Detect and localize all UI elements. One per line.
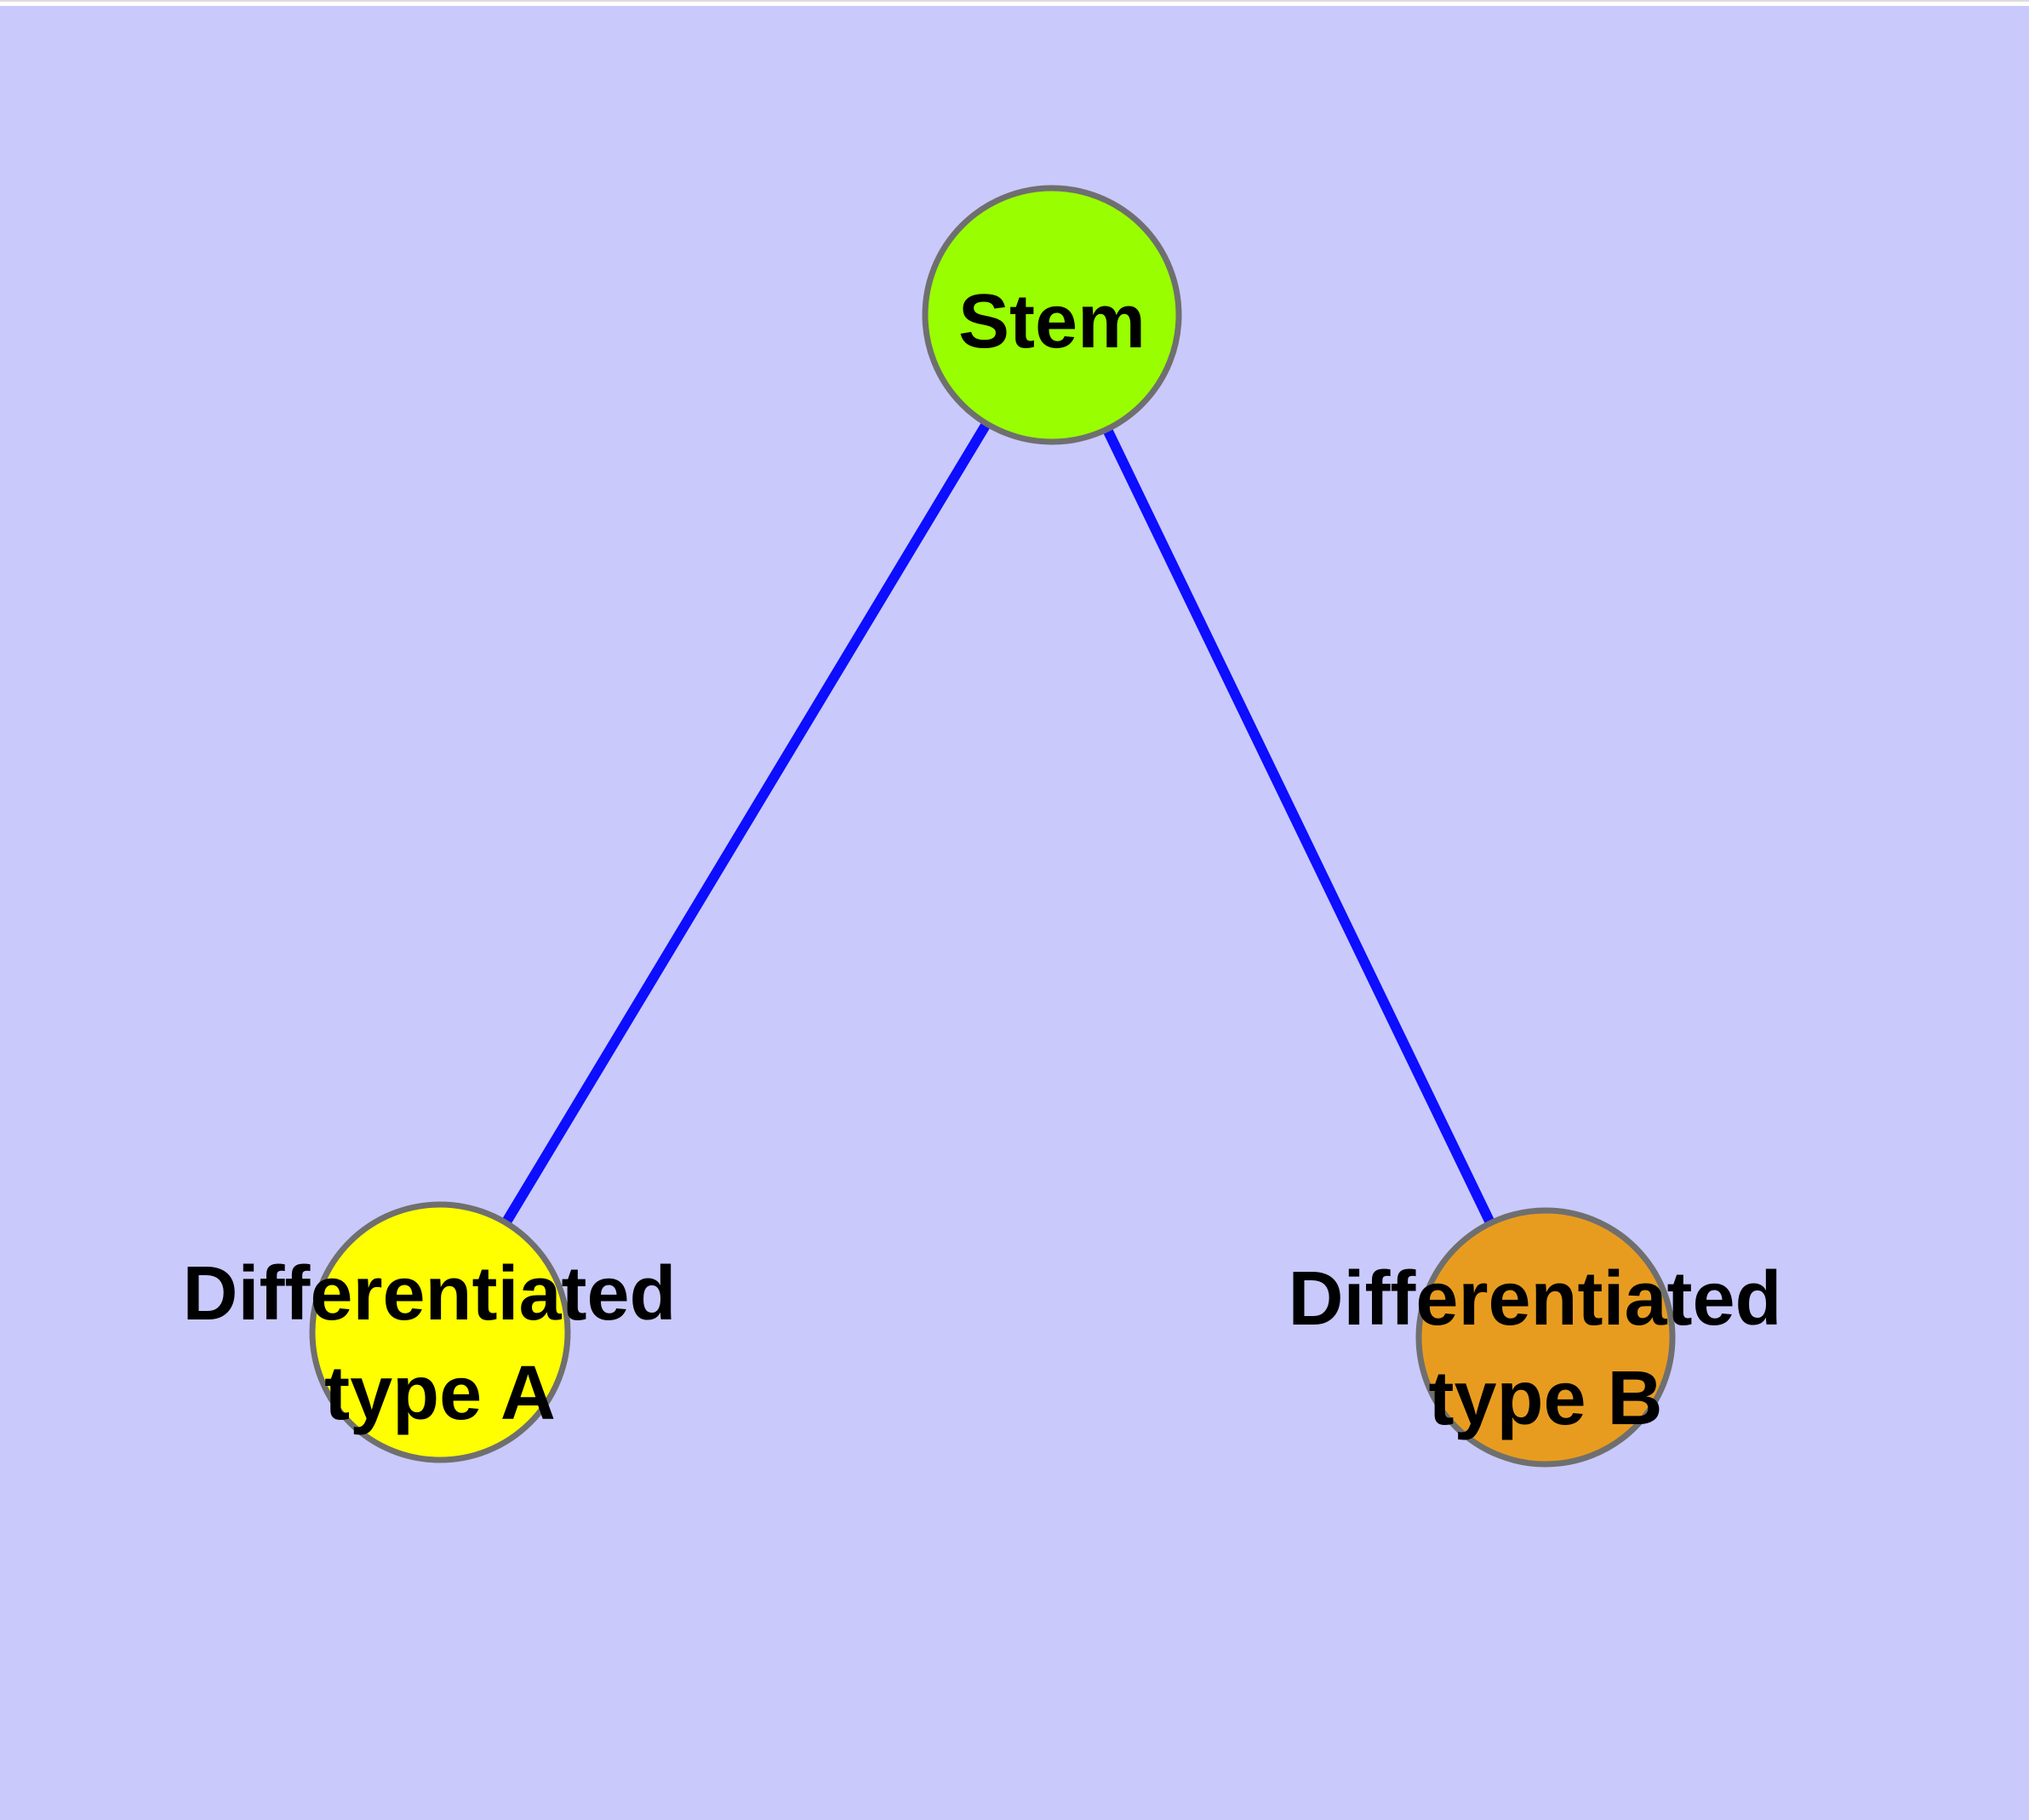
- node-differentiated-type-a: [309, 1201, 571, 1463]
- node-label-stem: Stem: [958, 279, 1146, 364]
- edge-stem-to-type-b: [1047, 312, 1551, 1340]
- node-label-type-b-line-1: Differentiated: [1288, 1256, 1781, 1342]
- node-stem: [922, 185, 1182, 445]
- node-label-type-a-line-2: type A: [324, 1351, 556, 1436]
- node-label-differentiated-type-b: Differentiated type B: [1288, 1256, 1803, 1441]
- edge-group: [435, 312, 1551, 1340]
- node-label-type-b-line-2: type B: [1428, 1356, 1662, 1441]
- node-label-differentiated-type-a: Differentiated type A: [182, 1251, 697, 1436]
- node-group: [309, 185, 1676, 1468]
- top-edge-line: [0, 0, 2029, 2]
- label-group: Stem Differentiated type A Differentiate…: [182, 279, 1803, 1441]
- edge-stem-to-type-a: [435, 312, 1057, 1336]
- node-label-type-a-line-1: Differentiated: [182, 1251, 676, 1336]
- node-label-stem-line-1: Stem: [958, 279, 1146, 364]
- node-differentiated-type-b: [1415, 1207, 1676, 1468]
